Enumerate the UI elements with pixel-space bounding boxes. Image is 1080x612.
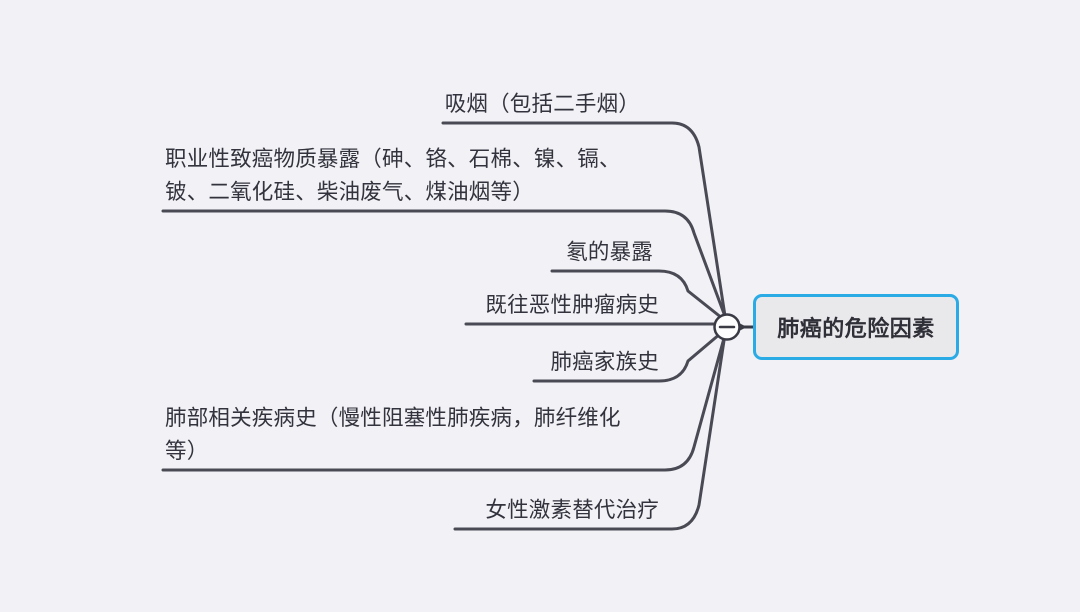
branch-label-prior-malignancy-history[interactable]: 既往恶性肿瘤病史 [485,293,659,317]
branch-label-family-history[interactable]: 肺癌家族史 [550,350,659,374]
central-node[interactable]: 肺癌的危险因素 [753,294,959,360]
central-node-label: 肺癌的危险因素 [777,316,935,341]
branch-label-smoking[interactable]: 吸烟（包括二手烟） [444,92,640,116]
connector-hormone-replacement-therapy [453,332,727,531]
branch-label-hormone-replacement-therapy[interactable]: 女性激素替代治疗 [485,498,659,522]
branch-label-lung-disease-history[interactable]: 肺部相关疾病史（慢性阻塞性肺疾病，肺纤维化 等） [165,406,621,463]
connector-occupational-carcinogens [161,209,728,321]
branch-label-occupational-carcinogens[interactable]: 职业性致癌物质暴露（砷、铬、石棉、镍、镉、 铍、二氧化硅、柴油废气、煤油烟等） [165,147,621,204]
connector-radon-exposure [550,269,729,324]
connector-smoking [441,121,727,318]
connector-family-history [532,326,729,383]
connector-lung-disease-history [161,329,728,472]
branch-label-radon-exposure[interactable]: 氡的暴露 [566,240,653,264]
